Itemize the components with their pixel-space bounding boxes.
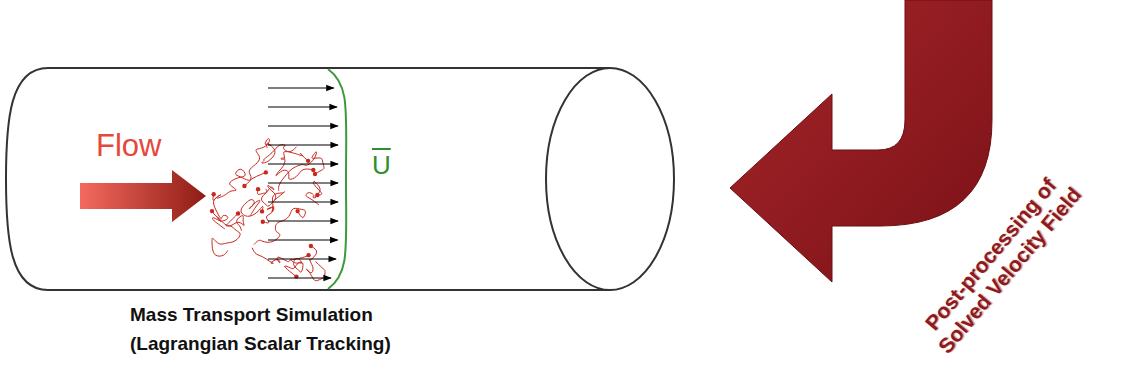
particle-dot	[315, 193, 319, 197]
velocity-arrow	[268, 201, 338, 202]
pipe-end	[546, 68, 674, 290]
trajectory	[263, 192, 285, 223]
velocity-arrow	[268, 239, 338, 240]
particle-dot	[210, 209, 214, 213]
particle-dot	[306, 253, 310, 257]
velocity-arrow	[268, 258, 336, 259]
trajectory	[241, 200, 263, 217]
curved-arrow	[730, 0, 992, 282]
velocity-arrow	[268, 106, 337, 107]
trajectory	[252, 248, 308, 264]
particle-dot	[264, 170, 268, 174]
particle-dot	[211, 192, 215, 196]
trajectory	[217, 169, 266, 198]
trajectory	[254, 208, 305, 244]
particle-dot	[260, 209, 264, 213]
velocity-arrow	[268, 87, 334, 88]
particle-dot	[236, 211, 240, 215]
particle-dot	[261, 220, 265, 224]
particle-dot	[295, 209, 299, 213]
trajectory	[276, 147, 313, 180]
particle-dot	[309, 244, 313, 248]
flow-label: Flow	[96, 128, 161, 164]
trajectory	[244, 139, 271, 186]
flow-arrow	[80, 170, 206, 222]
velocity-arrow	[268, 144, 338, 145]
trajectory	[257, 185, 275, 206]
trajectory	[306, 181, 322, 205]
trajectory	[213, 194, 228, 229]
velocity-arrow	[268, 277, 331, 278]
trajectory	[307, 246, 325, 281]
pipe-outline	[6, 68, 610, 290]
particle-dot	[256, 187, 260, 191]
profile-curve	[328, 69, 346, 289]
trajectory	[212, 213, 240, 256]
particle-dot	[311, 168, 315, 172]
trajectory	[279, 152, 324, 191]
velocity-arrow	[268, 182, 338, 183]
trajectory	[262, 145, 308, 163]
velocity-arrow	[268, 125, 338, 126]
velocity-profile	[268, 88, 338, 278]
particle-dot	[313, 172, 317, 176]
velocity-arrow	[268, 220, 338, 221]
velocity-symbol: U	[372, 150, 391, 181]
caption-label: Mass Transport Simulation (Lagrangian Sc…	[130, 300, 430, 359]
particle-dot	[306, 159, 310, 163]
particle-dot	[242, 184, 246, 188]
trajectory	[212, 211, 244, 231]
velocity-arrow	[268, 163, 338, 164]
